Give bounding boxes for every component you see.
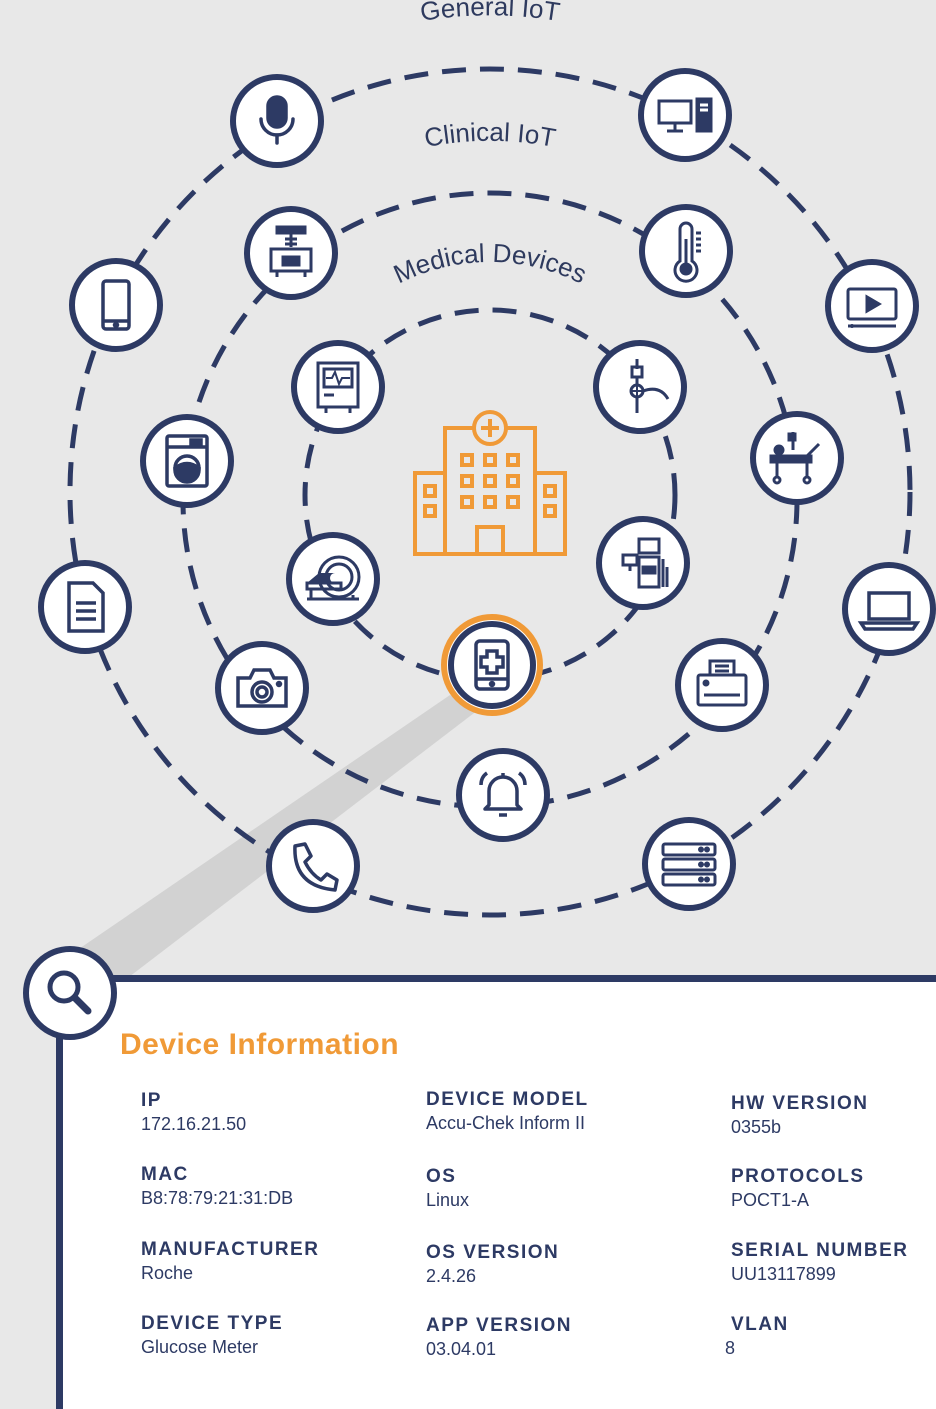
patient-monitor-icon	[316, 361, 360, 413]
ring-general-iot	[67, 66, 913, 918]
field-label: DEVICE MODEL	[426, 1089, 589, 1110]
field-value: B8:78:79:21:31:DB	[141, 1188, 294, 1208]
field-os: OS Linux	[426, 1166, 469, 1212]
field-label: OS VERSION	[426, 1242, 560, 1263]
node-printer[interactable]	[675, 638, 769, 732]
device-info-panel	[56, 975, 936, 1409]
field-value: UU13117899	[731, 1264, 836, 1284]
field-label: PROTOCOLS	[731, 1166, 865, 1187]
node-washing-machine[interactable]	[140, 414, 234, 508]
node-thermometer[interactable]	[639, 204, 733, 298]
node-smartphone[interactable]	[69, 258, 163, 352]
field-vlan: VLAN 8	[725, 1314, 789, 1360]
node-alarm-bell[interactable]	[456, 748, 550, 842]
node-glucose-meter-selected[interactable]	[441, 614, 543, 716]
glucose-meter-icon	[474, 639, 510, 691]
spotlight-beam	[70, 695, 478, 980]
search-button[interactable]	[22, 945, 122, 1045]
node-hospital-bed[interactable]	[750, 411, 844, 505]
phone-icon	[293, 842, 339, 892]
desktop-computer-icon	[657, 97, 713, 133]
field-device-model: DEVICE MODEL Accu-Chek Inform II	[426, 1089, 589, 1135]
field-value: 172.16.21.50	[141, 1114, 247, 1134]
field-label: MAC	[141, 1164, 189, 1185]
camera-icon	[236, 668, 288, 708]
field-value: Linux	[426, 1190, 470, 1210]
field-label: APP VERSION	[426, 1315, 573, 1336]
field-manufacturer: MANUFACTURER Roche	[141, 1239, 319, 1285]
laptop-icon	[857, 591, 921, 631]
field-value: Roche	[141, 1263, 194, 1283]
search-icon	[47, 970, 92, 1015]
panel-title: Device Information	[120, 1028, 400, 1061]
field-app-version: APP VERSION 03.04.01	[426, 1315, 572, 1361]
alarm-bell-icon	[479, 771, 527, 817]
ring-label-general-iot: General IoT	[418, 0, 562, 27]
node-video-player[interactable]	[825, 259, 919, 353]
ring-label-medical-devices: Medical Devices	[389, 238, 592, 290]
field-label: SERIAL NUMBER	[731, 1240, 909, 1261]
field-device-type: DEVICE TYPE Glucose Meter	[141, 1313, 283, 1359]
ring-label-clinical-iot: Clinical IoT	[422, 117, 558, 153]
node-laptop[interactable]	[842, 562, 936, 656]
server-icon	[661, 842, 717, 887]
xray-machine-icon	[269, 225, 313, 277]
field-value: Glucose Meter	[141, 1337, 259, 1357]
washing-machine-icon	[165, 434, 209, 488]
node-mri-scanner[interactable]	[286, 532, 380, 626]
field-label: DEVICE TYPE	[141, 1313, 284, 1334]
thermometer-icon	[673, 221, 701, 283]
field-value: 2.4.26	[426, 1266, 477, 1286]
field-value: 8	[725, 1338, 736, 1358]
mri-scanner-icon	[305, 555, 361, 601]
hospital-bed-icon	[769, 432, 821, 485]
lab-analyzer-icon	[621, 537, 669, 589]
node-camera[interactable]	[215, 641, 309, 735]
node-server[interactable]	[642, 817, 736, 911]
node-lab-analyzer[interactable]	[596, 516, 690, 610]
field-ip: IP 172.16.21.50	[141, 1090, 246, 1136]
field-value: 03.04.01	[426, 1339, 497, 1359]
field-mac: MAC B8:78:79:21:31:DB	[141, 1164, 293, 1210]
field-hw-version: HW VERSION 0355b	[731, 1093, 868, 1139]
document-icon	[67, 581, 105, 633]
field-label: HW VERSION	[731, 1093, 869, 1114]
field-serial-number: SERIAL NUMBER UU13117899	[731, 1240, 909, 1286]
node-xray-machine[interactable]	[244, 206, 338, 300]
node-microphone[interactable]	[230, 74, 324, 168]
field-value: POCT1-A	[731, 1190, 810, 1210]
ring-medical-devices	[302, 307, 678, 683]
hospital-building-icon	[413, 410, 567, 556]
field-protocols: PROTOCOLS POCT1-A	[731, 1166, 865, 1212]
node-desktop-computer[interactable]	[638, 68, 732, 162]
node-iv-infusion[interactable]	[593, 340, 687, 434]
node-document[interactable]	[38, 560, 132, 654]
microphone-icon	[259, 95, 295, 145]
field-label: OS	[426, 1166, 457, 1187]
field-label: VLAN	[731, 1314, 789, 1335]
field-label: MANUFACTURER	[141, 1239, 320, 1260]
field-value: 0355b	[731, 1117, 782, 1137]
field-label: IP	[141, 1090, 162, 1111]
smartphone-icon	[101, 279, 131, 331]
node-patient-monitor[interactable]	[291, 340, 385, 434]
node-phone[interactable]	[266, 819, 360, 913]
printer-icon	[696, 659, 748, 707]
field-value: Accu-Chek Inform II	[426, 1113, 586, 1133]
field-os-version: OS VERSION 2.4.26	[426, 1242, 559, 1288]
iv-infusion-icon	[629, 359, 670, 413]
video-player-icon	[846, 287, 898, 328]
